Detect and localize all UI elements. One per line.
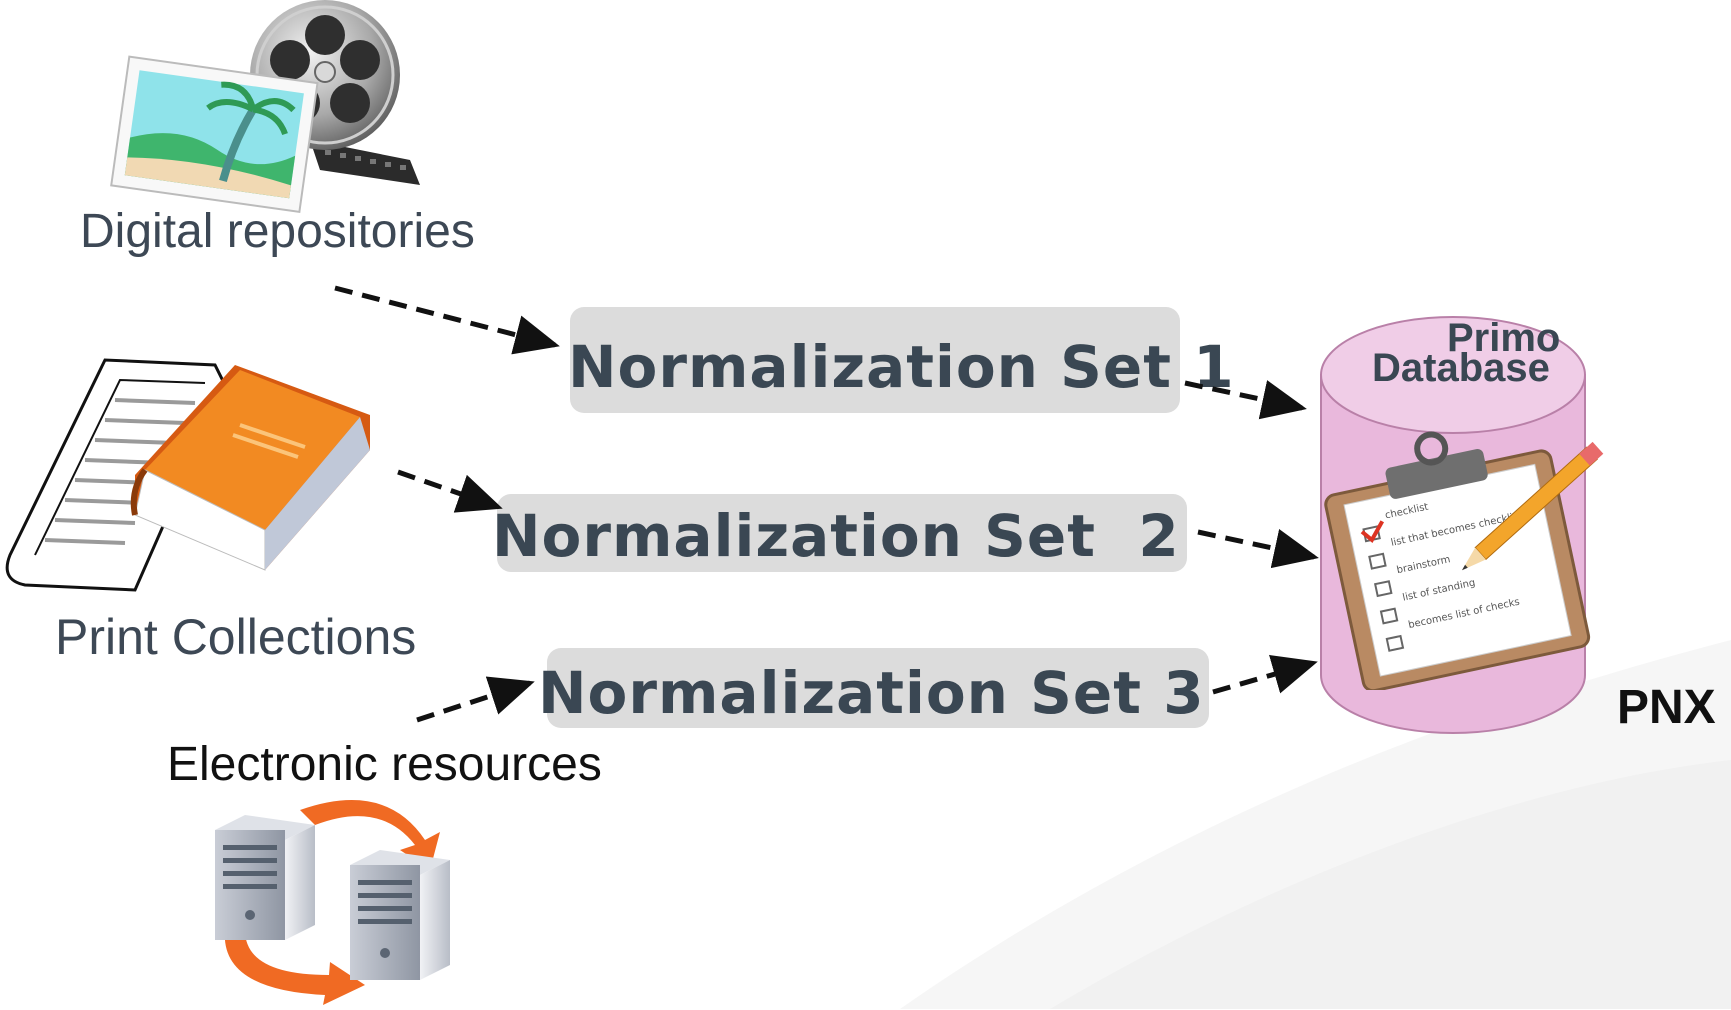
print-collections-label: Print Collections xyxy=(55,609,417,665)
server-sync-icon xyxy=(205,790,475,1005)
database-label: Database xyxy=(1372,346,1550,390)
pnx-label: PNX xyxy=(1617,681,1716,734)
normalization-set-3-box xyxy=(547,648,1209,728)
electronic-resources-label: Electronic resources xyxy=(167,738,602,791)
clipboard-checklist-icon: checklist list that becomes checklist br… xyxy=(1310,420,1620,693)
normalization-set-2-label: Normalization Set 2 xyxy=(492,502,1180,570)
digital-repositories-label: Digital repositories xyxy=(80,205,475,258)
primo-label: Primo xyxy=(1447,316,1561,360)
normalization-set-2-box xyxy=(497,494,1187,572)
film-reel-photo-icon xyxy=(110,0,440,215)
normalization-set-3-label: Normalization Set 3 xyxy=(538,659,1205,727)
normalization-set-1-box xyxy=(570,307,1180,413)
book-newspaper-icon xyxy=(5,355,380,595)
normalization-set-1-label: Normalization Set 1 xyxy=(568,333,1235,401)
